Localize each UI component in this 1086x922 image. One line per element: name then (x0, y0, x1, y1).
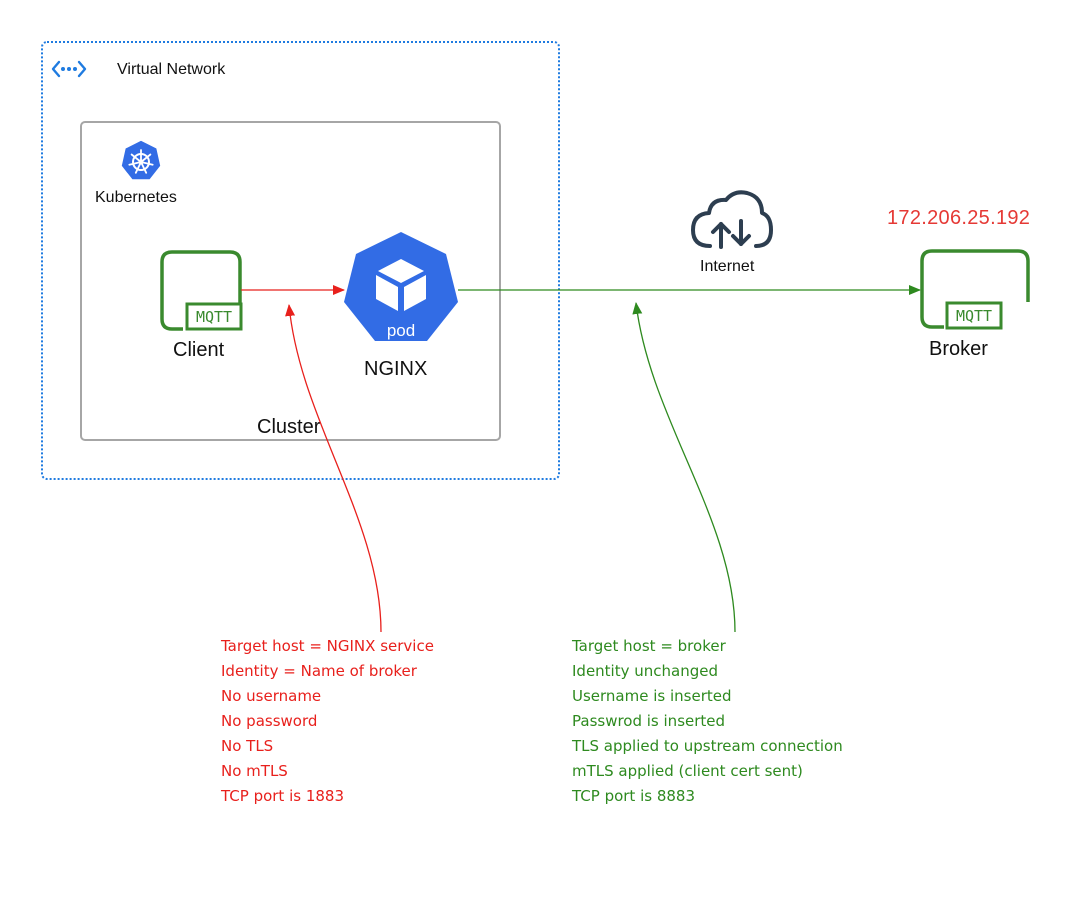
note-line: TCP port is 8883 (572, 787, 696, 805)
client-badge: MQTT (196, 308, 232, 326)
note-line: TCP port is 1883 (221, 787, 345, 805)
kubernetes-helm-icon (120, 139, 162, 181)
note-line: Target host = broker (572, 637, 726, 655)
note-line: Username is inserted (572, 687, 732, 705)
client-note-pointer (285, 304, 382, 633)
broker-connection-notes: Target host = broker Identity unchanged … (572, 634, 843, 809)
kubernetes-label: Kubernetes (95, 189, 177, 206)
cluster-container (80, 121, 501, 441)
broker-ip-address: 172.206.25.192 (887, 207, 1031, 229)
note-line: No password (221, 712, 318, 730)
broker-mqtt-device-icon (920, 249, 1030, 330)
client-mqtt-device-icon (160, 250, 243, 331)
broker-note-pointer (632, 302, 736, 633)
internet-label: Internet (700, 258, 755, 275)
note-line: Target host = NGINX service (221, 637, 434, 655)
note-line: No username (221, 687, 322, 705)
broker-label: Broker (929, 338, 988, 360)
virtual-network-icon (51, 60, 87, 78)
virtual-network-container (41, 41, 560, 480)
virtual-network-label: Virtual Network (117, 61, 226, 78)
note-line: Identity unchanged (572, 662, 718, 680)
nginx-pod-icon (344, 232, 458, 341)
note-line: Identity = Name of broker (221, 662, 417, 680)
cloud-upload-download-icon (691, 190, 773, 249)
nginx-pod-label: pod (387, 321, 415, 340)
note-line: No TLS (221, 737, 274, 755)
cluster-label: Cluster (257, 416, 321, 438)
client-label: Client (173, 339, 225, 361)
note-line: No mTLS (221, 762, 288, 780)
note-line: TLS applied to upstream connection (572, 737, 843, 755)
nginx-label: NGINX (364, 358, 428, 380)
broker-badge: MQTT (956, 307, 992, 325)
note-line: Passwrod is inserted (572, 712, 726, 730)
note-line: mTLS applied (client cert sent) (572, 762, 803, 780)
client-connection-notes: Target host = NGINX service Identity = N… (221, 634, 434, 809)
